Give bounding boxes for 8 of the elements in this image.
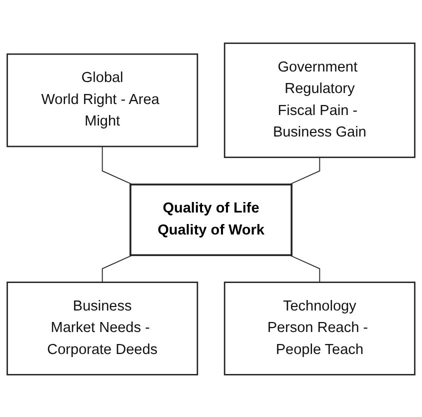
node-box: Technology Person Reach - People Teach: [224, 281, 416, 375]
node-box: Business Market Needs - Corporate Deeds: [6, 281, 198, 375]
connector: [102, 254, 133, 282]
node-box: Quality of Life Quality of Work: [130, 183, 292, 256]
node-box: Global World Right - Area Might: [6, 52, 198, 147]
node-box: Government Regulatory Fiscal Pain - Business Gain: [224, 42, 416, 158]
connector: [289, 156, 320, 184]
connector: [289, 254, 320, 282]
